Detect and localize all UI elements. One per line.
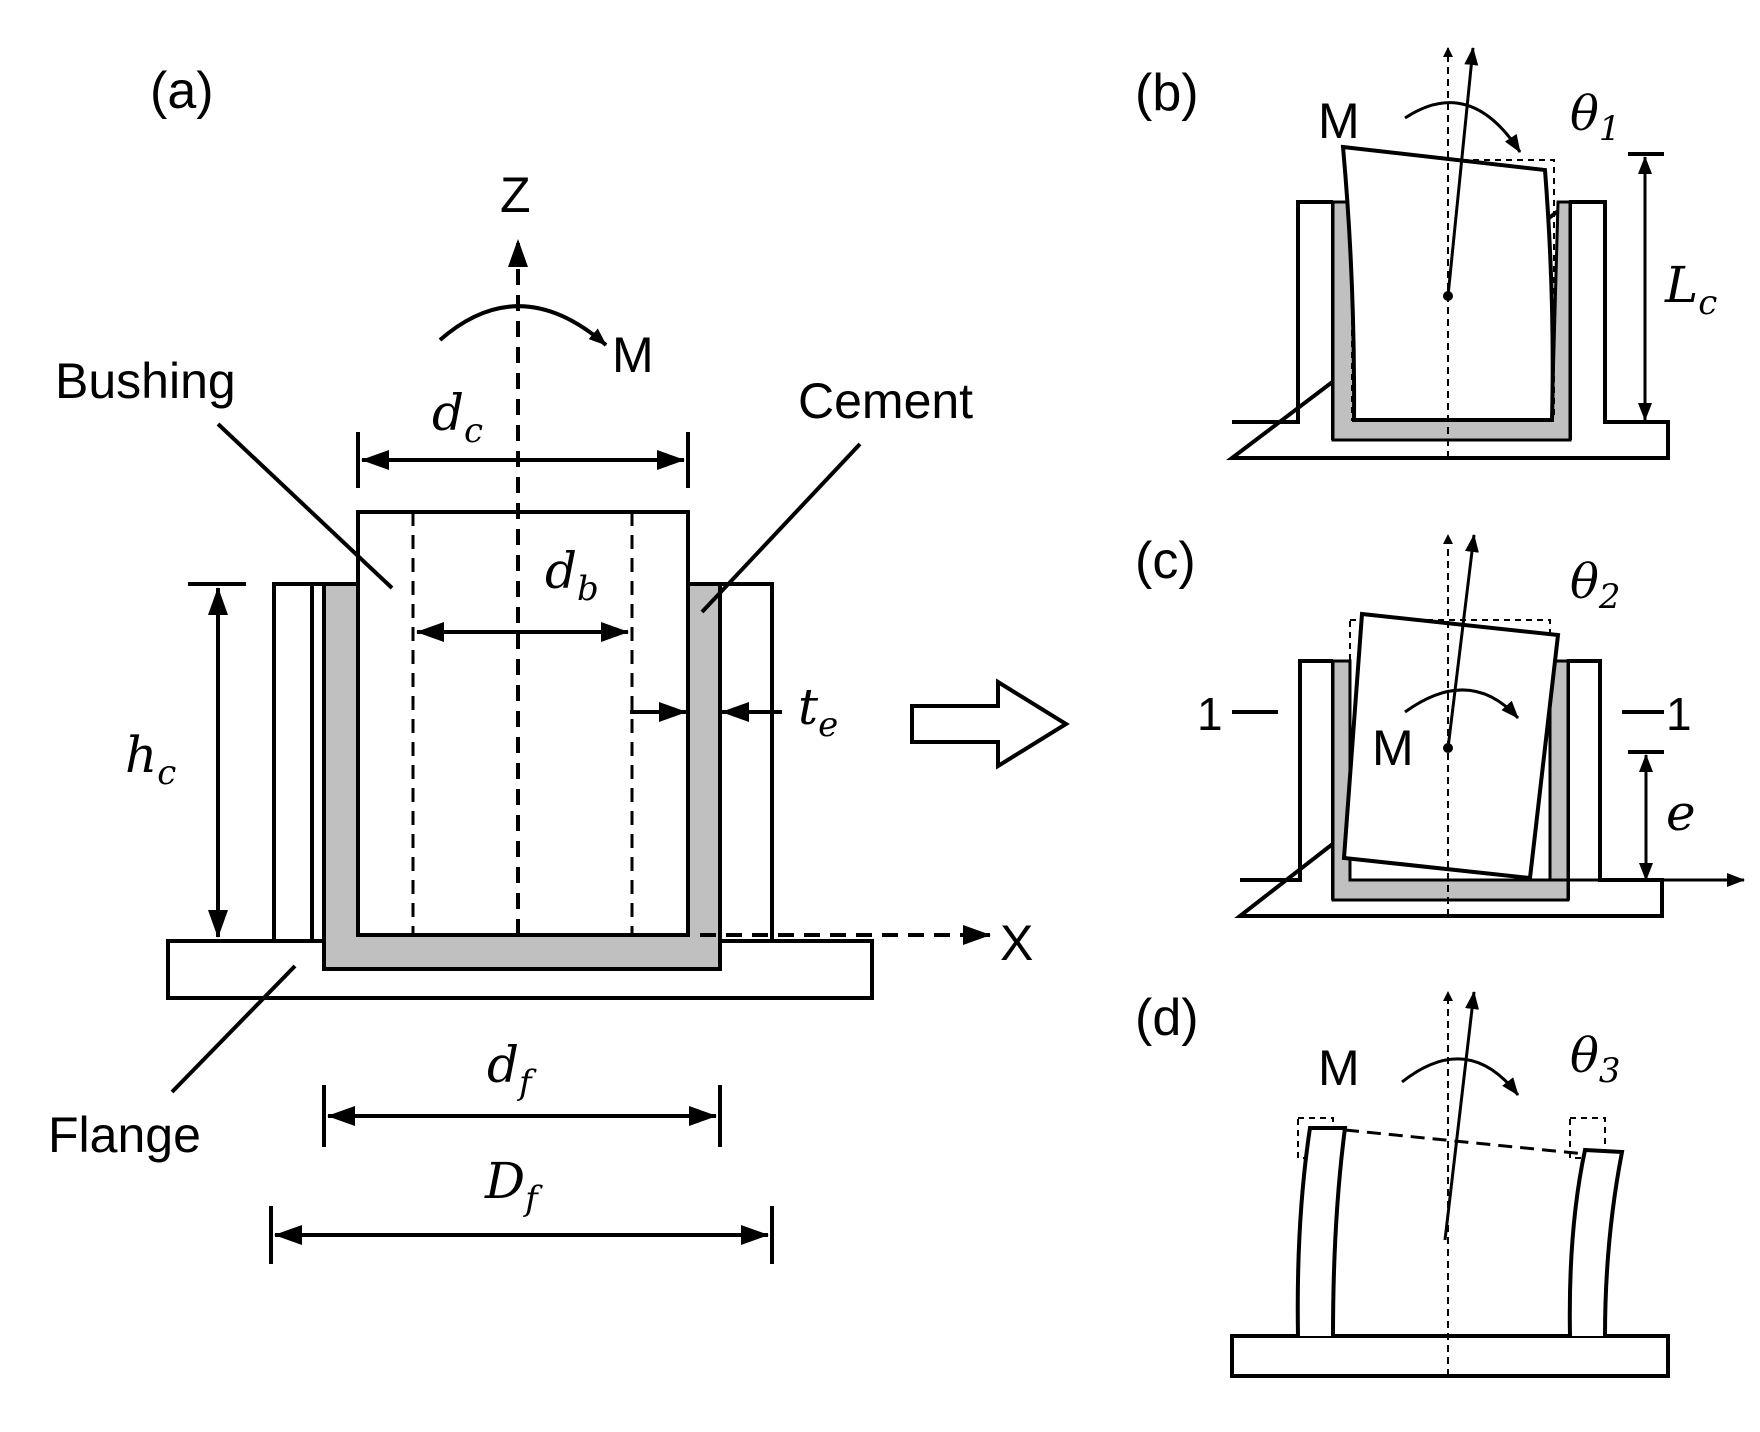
- bushing-body: [356, 510, 690, 937]
- moment-d-label: M: [1318, 1040, 1360, 1096]
- moment-c-label: M: [1372, 720, 1414, 776]
- rotated-axis-c: [1446, 534, 1479, 749]
- flange-left-wall: [272, 582, 324, 941]
- theta1-label: θ1: [1570, 86, 1621, 149]
- z-axis-label: Z: [500, 167, 531, 223]
- bushing-label: Bushing: [55, 353, 236, 409]
- rotated-axis-b: [1446, 47, 1479, 297]
- bushing-leader: [216, 422, 394, 590]
- section-right-number: 1: [1666, 688, 1692, 740]
- dc-label: dc: [432, 384, 483, 451]
- transition-arrow: [910, 678, 1070, 770]
- db-label: db: [545, 542, 599, 609]
- moment-b-label: M: [1318, 93, 1360, 149]
- panel-b-label: (b): [1135, 64, 1199, 122]
- panel-c-label: (c): [1135, 532, 1196, 590]
- wall-d-right: [1567, 1147, 1625, 1337]
- flange-label: Flange: [48, 1107, 201, 1163]
- rotated-axis-d: [1443, 991, 1479, 1241]
- cement-label: Cement: [798, 373, 973, 429]
- e-label: e: [1666, 784, 1696, 842]
- panel-a: (a) Z X M Bushing Cement Flange dc: [48, 62, 1033, 1264]
- cement-leader: [700, 442, 862, 614]
- panel-d: (d) M θ3: [1135, 989, 1670, 1378]
- flange-leader: [170, 964, 297, 1094]
- moment-label: M: [612, 327, 654, 383]
- panel-a-label: (a): [150, 62, 214, 120]
- Df-label: Df: [484, 1152, 543, 1219]
- flange-d-base-rect: [1230, 1334, 1670, 1378]
- Lc-label: Lc: [1664, 256, 1717, 323]
- hc-label: hc: [125, 726, 176, 793]
- moment-c-arrow: [1404, 688, 1520, 720]
- te-label: te: [798, 678, 838, 745]
- theta3-label: θ3: [1570, 1028, 1621, 1091]
- top-line-d: [1344, 1128, 1586, 1156]
- panel-c: (c) M θ2 1 1 e: [1135, 532, 1745, 918]
- section-left-number: 1: [1197, 688, 1223, 740]
- x-axis-label: X: [1000, 915, 1033, 971]
- bushing-c-original: [1349, 619, 1551, 881]
- panel-d-label: (d): [1135, 989, 1199, 1047]
- moment-b-arrow: [1404, 101, 1522, 153]
- moment-arrow: [438, 304, 608, 347]
- moment-d-arrow: [1401, 1057, 1520, 1096]
- wall-d-left: [1295, 1126, 1348, 1337]
- df-label: df: [487, 1036, 537, 1103]
- flange-right-wall: [720, 582, 774, 941]
- pivot-c: [1443, 743, 1453, 753]
- panel-b: (b) M θ1 Lc: [1135, 47, 1717, 460]
- pivot-b: [1443, 291, 1453, 301]
- theta2-label: θ2: [1570, 554, 1621, 617]
